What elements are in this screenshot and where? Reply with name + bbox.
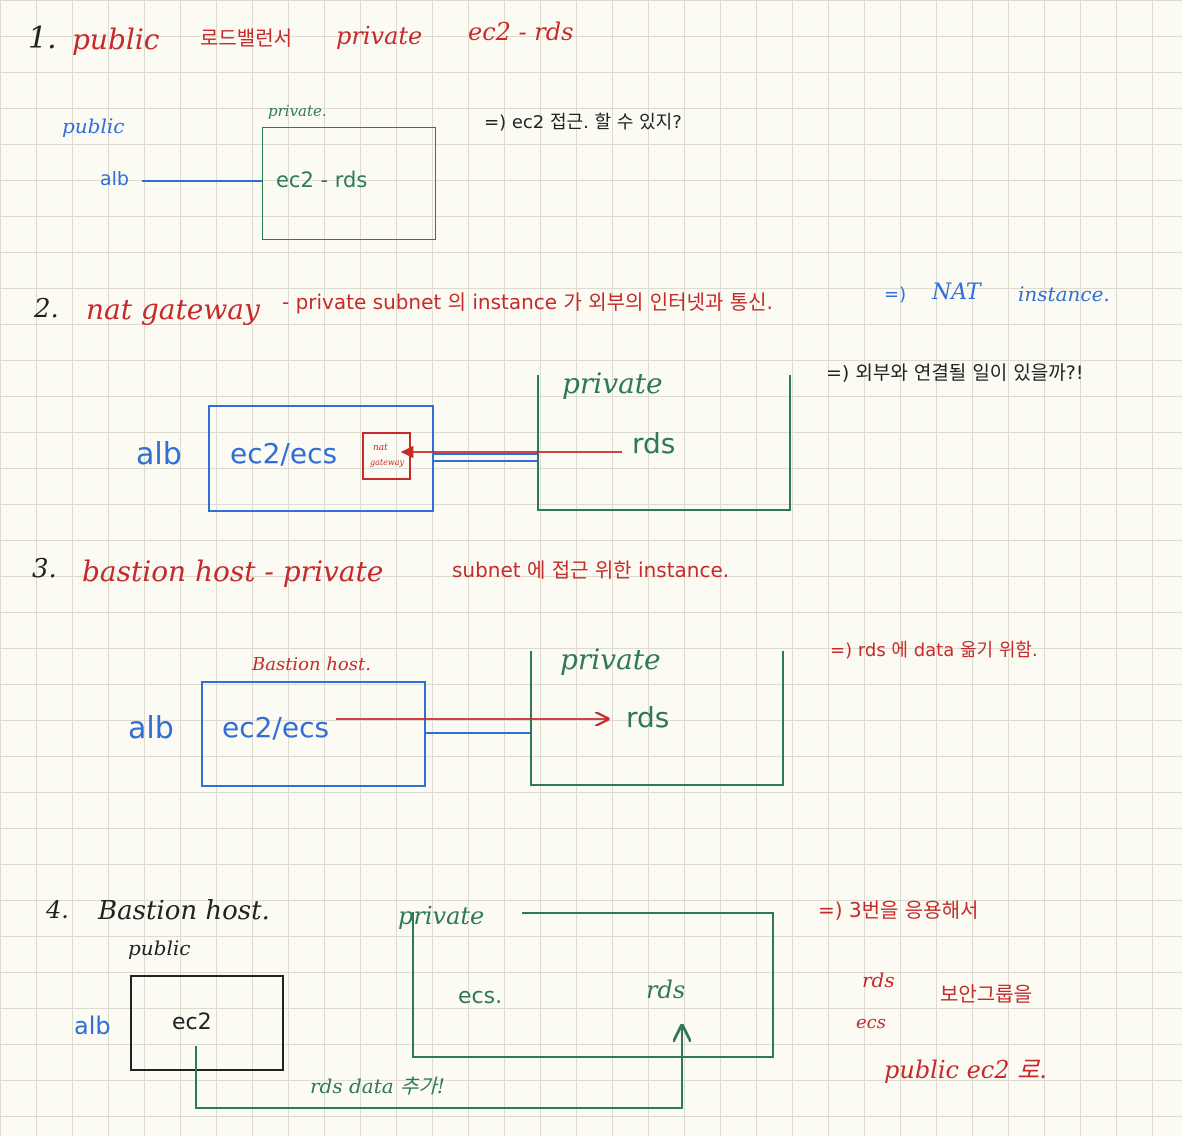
section-2-title-nat: nat gateway bbox=[86, 293, 260, 326]
section-2-private-label: private bbox=[562, 367, 663, 400]
section-4-private-box bbox=[412, 912, 774, 1058]
section-4-note-public: public ec2 로. bbox=[884, 1056, 1047, 1084]
section-3-title-bastion: bastion host - private bbox=[82, 555, 384, 588]
section-2-nat: NAT bbox=[932, 280, 981, 305]
section-1-private-label: private. bbox=[268, 102, 327, 120]
section-2-title-desc: - private subnet 의 instance 가 외부의 인터넷과 통… bbox=[282, 290, 773, 314]
section-3-number: 3. bbox=[32, 554, 57, 584]
section-4-note-group: 보안그룹을 bbox=[940, 982, 1032, 1006]
section-4-alb: alb bbox=[74, 1012, 111, 1040]
section-2-note: =) 외부와 연결될 일이 있을까?! bbox=[826, 362, 1084, 384]
section-2-public-box bbox=[208, 405, 434, 512]
section-4-title: Bastion host. bbox=[98, 896, 270, 926]
section-2-number: 2. bbox=[34, 294, 59, 324]
section-1-title-ec2rds: ec2 - rds bbox=[468, 18, 574, 46]
section-4-note-1: =) 3번을 응용해서 bbox=[818, 898, 979, 922]
section-1-title-public: public bbox=[72, 23, 160, 56]
section-4-rds-data: rds data 추가! bbox=[310, 1074, 445, 1098]
section-4-rds: rds bbox=[646, 976, 686, 1004]
nat-gateway-label-1: nat bbox=[373, 443, 388, 453]
section-1-number: 1. bbox=[28, 21, 57, 56]
section-1-ec2-rds: ec2 - rds bbox=[276, 168, 368, 192]
section-4-ec2-to-rds-path bbox=[195, 1026, 682, 1109]
section-2-alb: alb bbox=[136, 437, 182, 472]
section-1-alb: alb bbox=[100, 168, 129, 190]
section-3-title-desc: subnet 에 접근 위한 instance. bbox=[452, 558, 730, 582]
section-3-alb: alb bbox=[128, 711, 174, 746]
section-1-title-private: private bbox=[336, 22, 423, 50]
section-1-private-box bbox=[262, 127, 436, 240]
nat-gateway-label-2: gateway bbox=[370, 458, 404, 467]
section-3-note: =) rds 에 data 옮기 위함. bbox=[830, 640, 1038, 661]
section-4-note-rds: rds bbox=[862, 968, 895, 992]
section-4-public-label: public bbox=[128, 936, 191, 960]
section-4-ecs: ecs. bbox=[458, 984, 503, 1009]
section-3-private-label: private bbox=[560, 643, 661, 676]
section-1-title-lb: 로드밸런서 bbox=[200, 26, 292, 50]
section-4-ec2: ec2 bbox=[172, 1010, 212, 1035]
section-1-public-label: public bbox=[62, 114, 125, 138]
section-2-rds: rds bbox=[632, 427, 676, 460]
section-3-ec2ecs: ec2/ecs bbox=[222, 711, 330, 744]
section-1-note: =) ec2 접근. 할 수 있지? bbox=[484, 112, 682, 133]
section-2-ec2ecs: ec2/ecs bbox=[230, 437, 338, 470]
section-3-public-box bbox=[201, 681, 426, 787]
section-3-bastion-label: Bastion host. bbox=[252, 654, 371, 675]
section-2-private-box bbox=[537, 375, 791, 511]
section-4-public-box bbox=[130, 975, 284, 1071]
section-2-arrow: =) bbox=[884, 284, 907, 305]
section-2-instance: instance. bbox=[1018, 282, 1110, 306]
section-3-rds: rds bbox=[626, 701, 670, 734]
section-4-note-ecs: ecs bbox=[856, 1012, 886, 1033]
section-4-number: 4. bbox=[46, 896, 69, 924]
